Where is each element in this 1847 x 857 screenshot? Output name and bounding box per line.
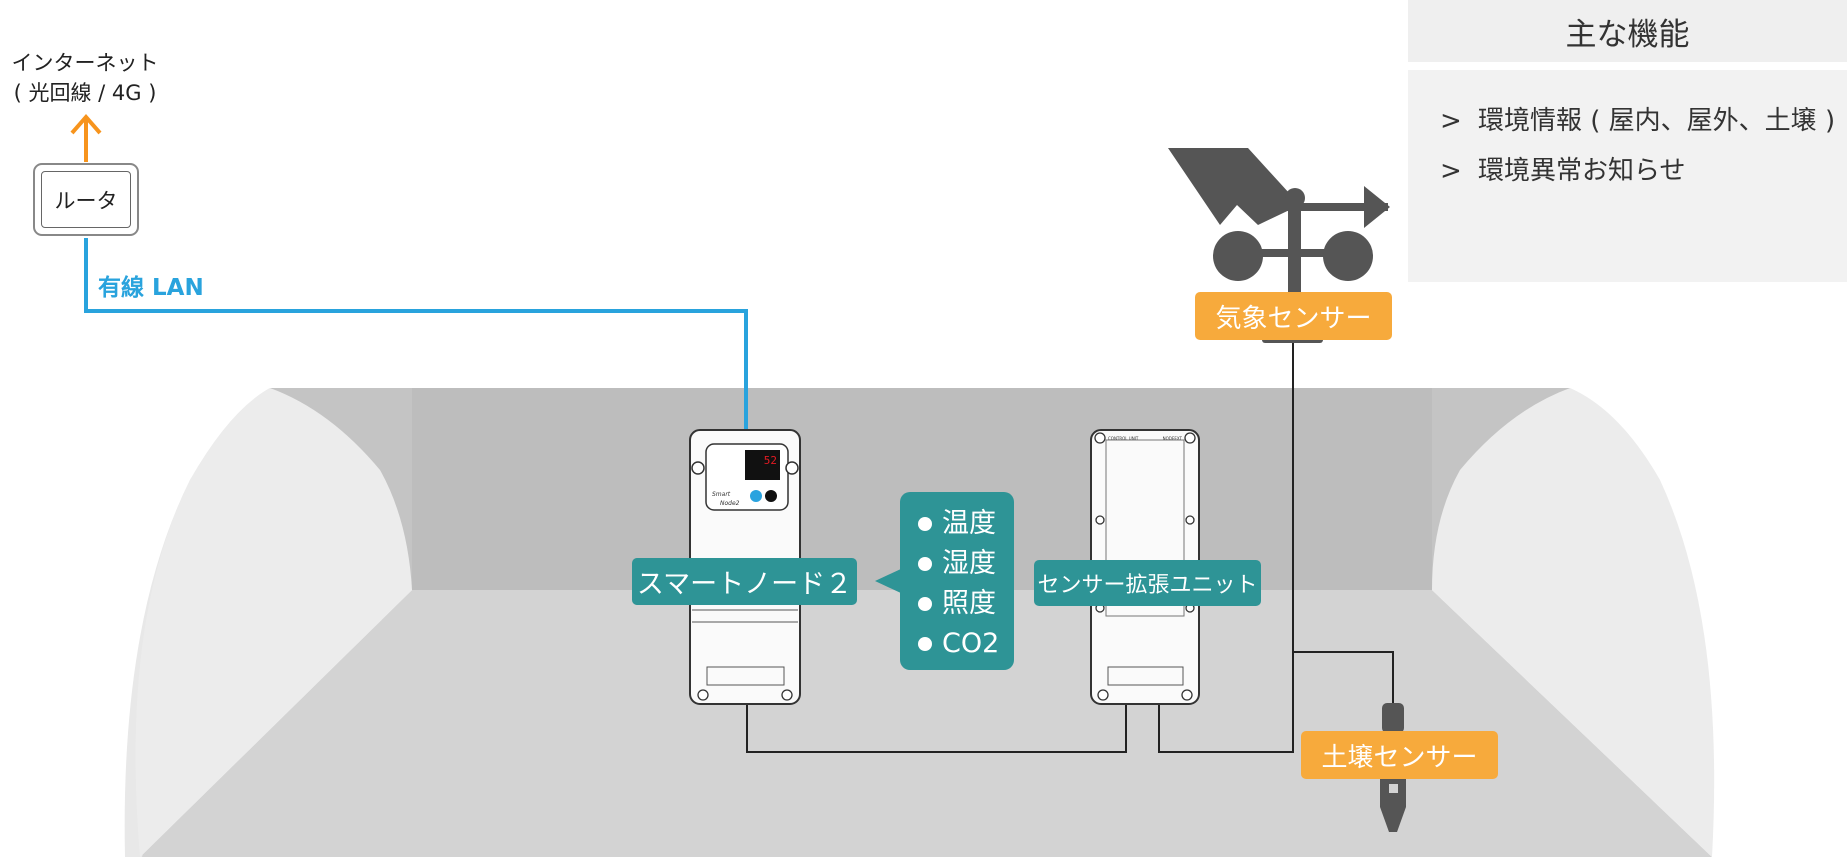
measurement-humidity: 湿度 — [942, 548, 996, 579]
soil-sensor-label: 土壌センサー — [1301, 731, 1498, 779]
weather-sensor-label: 気象センサー — [1195, 292, 1392, 340]
measurement-item: CO2 — [900, 624, 1014, 664]
ext-header-left: CONTROL UNIT — [1108, 436, 1139, 441]
features-title: 主な機能 — [1408, 0, 1847, 62]
chevron-right-icon: > — [1440, 156, 1462, 186]
features-panel: > 環境情報 ( 屋内、屋外、土壌 ) > 環境異常お知らせ — [1408, 70, 1847, 282]
measurement-illuminance: 照度 — [942, 588, 996, 619]
feature-item: > 環境異常お知らせ — [1440, 150, 1685, 187]
router: ルータ — [33, 163, 139, 236]
measurement-item: 温度 — [900, 504, 1014, 544]
measurement-item: 湿度 — [900, 544, 1014, 584]
feature-item-text: 環境異常お知らせ — [1478, 156, 1686, 186]
greenhouse-illustration — [124, 388, 1715, 857]
internet-label: インターネット ( 光回線 / 4G ) — [0, 48, 170, 108]
sensor-cables — [746, 342, 1394, 753]
wired-lan-label: 有線 LAN — [98, 275, 204, 301]
chevron-right-icon: > — [1440, 106, 1462, 136]
greenhouse-left-wall — [135, 388, 413, 857]
greenhouse-floor — [140, 590, 1712, 857]
measurement-temperature: 温度 — [942, 508, 996, 539]
extension-unit-label: センサー拡張ユニット — [1034, 560, 1261, 606]
bubble-pointer — [875, 568, 903, 594]
internet-label-line2: ( 光回線 / 4G ) — [13, 81, 157, 105]
measurement-bubble: 温度 湿度 照度 CO2 — [900, 492, 1014, 670]
measurement-item: 照度 — [900, 584, 1014, 624]
brand-line2: Node2 — [720, 500, 740, 507]
measurement-co2: CO2 — [942, 628, 1000, 659]
ext-header-right: NODEEXT — [1163, 436, 1183, 441]
internet-arrow — [70, 113, 102, 162]
weather-sensor-device — [1168, 148, 1390, 343]
smart-node-label: スマートノード２ — [632, 558, 857, 605]
greenhouse-right-wall — [1432, 388, 1715, 857]
internet-label-line1: インターネット — [11, 51, 159, 75]
feature-item: > 環境情報 ( 屋内、屋外、土壌 ) — [1440, 100, 1835, 137]
brand-line1: Smart — [712, 491, 731, 498]
wired-lan-line — [84, 238, 748, 430]
display-value: 52 — [764, 454, 777, 467]
router-label: ルータ — [41, 171, 131, 228]
feature-item-text: 環境情報 ( 屋内、屋外、土壌 ) — [1478, 106, 1836, 136]
